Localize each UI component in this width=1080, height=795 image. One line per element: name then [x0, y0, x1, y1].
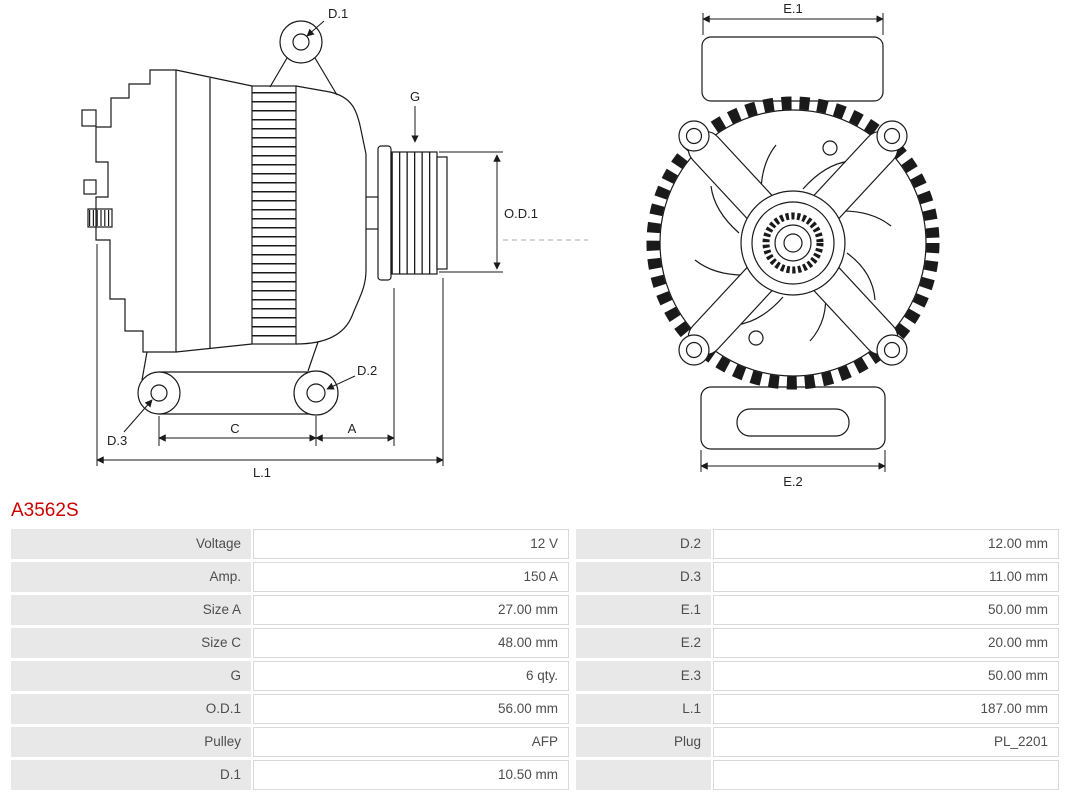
spec-value-cell: 187.00 mm [713, 694, 1059, 724]
diagram-area: D.1 G O.D.1 D.2 D.3 C [81, 1, 940, 489]
cooling-fins-ring [646, 96, 940, 390]
spec-label-cell: L.1 [576, 694, 711, 724]
spec-label-cell: Amp. [11, 562, 251, 592]
ear-hole-d1 [292, 33, 310, 51]
bolt-ears [678, 120, 908, 366]
terminal-tab [83, 179, 97, 195]
spec-value-cell: 50.00 mm [713, 661, 1059, 691]
pulley [377, 145, 448, 281]
spec-label-cell: D.3 [576, 562, 711, 592]
spec-value-cell: 27.00 mm [253, 595, 569, 625]
dim-label-l1: L.1 [253, 465, 271, 480]
alternator-diagram: D.1 G O.D.1 D.2 D.3 C [81, 1, 940, 489]
spec-label-cell [576, 760, 711, 790]
spec-label-cell: E.2 [576, 628, 711, 658]
dim-label-c: C [230, 421, 239, 436]
spec-value-cell: 10.50 mm [253, 760, 569, 790]
spec-value-cell: PL_2201 [713, 727, 1059, 757]
dim-label-od1: O.D.1 [504, 206, 538, 221]
lug-hole-d3 [150, 384, 168, 402]
stator-fins [251, 85, 297, 345]
spec-label-cell: E.1 [576, 595, 711, 625]
spec-value-cell: 48.00 mm [253, 628, 569, 658]
spec-label-cell: Voltage [11, 529, 251, 559]
bottom-mount [700, 386, 886, 450]
spec-value-cell: AFP [253, 727, 569, 757]
dim-label-d1: D.1 [328, 6, 348, 21]
dim-label-a: A [348, 421, 357, 436]
spec-label-cell: D.1 [11, 760, 251, 790]
spec-value-cell: 50.00 mm [713, 595, 1059, 625]
spec-value-cell: 11.00 mm [713, 562, 1059, 592]
spec-value-cell: 20.00 mm [713, 628, 1059, 658]
spec-label-cell: Pulley [11, 727, 251, 757]
dim-label-g: G [410, 89, 420, 104]
spec-value-cell: 56.00 mm [253, 694, 569, 724]
front-view-dimensions: E.1 E.2 [700, 1, 886, 489]
side-view-dimensions: D.1 G O.D.1 D.2 D.3 C [96, 6, 538, 480]
spec-value-cell: 150 A [253, 562, 569, 592]
pulley-front [740, 190, 846, 296]
spec-value-cell: 12.00 mm [713, 529, 1059, 559]
mounting-lugs [137, 341, 339, 416]
spec-value-cell: 6 qty. [253, 661, 569, 691]
dim-label-d3: D.3 [107, 433, 127, 448]
top-mount [701, 36, 884, 102]
spec-label-cell: Plug [576, 727, 711, 757]
housing-bolt [822, 140, 838, 156]
spec-label-cell: Size A [11, 595, 251, 625]
dim-label-d2: D.2 [357, 363, 377, 378]
housing-bolt [748, 330, 764, 346]
spec-label-cell: E.3 [576, 661, 711, 691]
spec-label-cell: D.2 [576, 529, 711, 559]
knurled-block [87, 208, 113, 228]
spec-label-cell: O.D.1 [11, 694, 251, 724]
spec-label-cell: G [11, 661, 251, 691]
terminal-stud [81, 109, 97, 127]
front-view: E.1 E.2 [646, 1, 940, 489]
spec-label-cell: Size C [11, 628, 251, 658]
dim-label-e1: E.1 [783, 1, 803, 16]
side-view: D.1 G O.D.1 D.2 D.3 C [81, 6, 538, 480]
part-number[interactable]: A3562S [11, 500, 79, 521]
lug-hole-d2 [306, 383, 326, 403]
dim-label-e2: E.2 [783, 474, 803, 489]
spec-value-cell: 12 V [253, 529, 569, 559]
spec-value-cell [713, 760, 1059, 790]
